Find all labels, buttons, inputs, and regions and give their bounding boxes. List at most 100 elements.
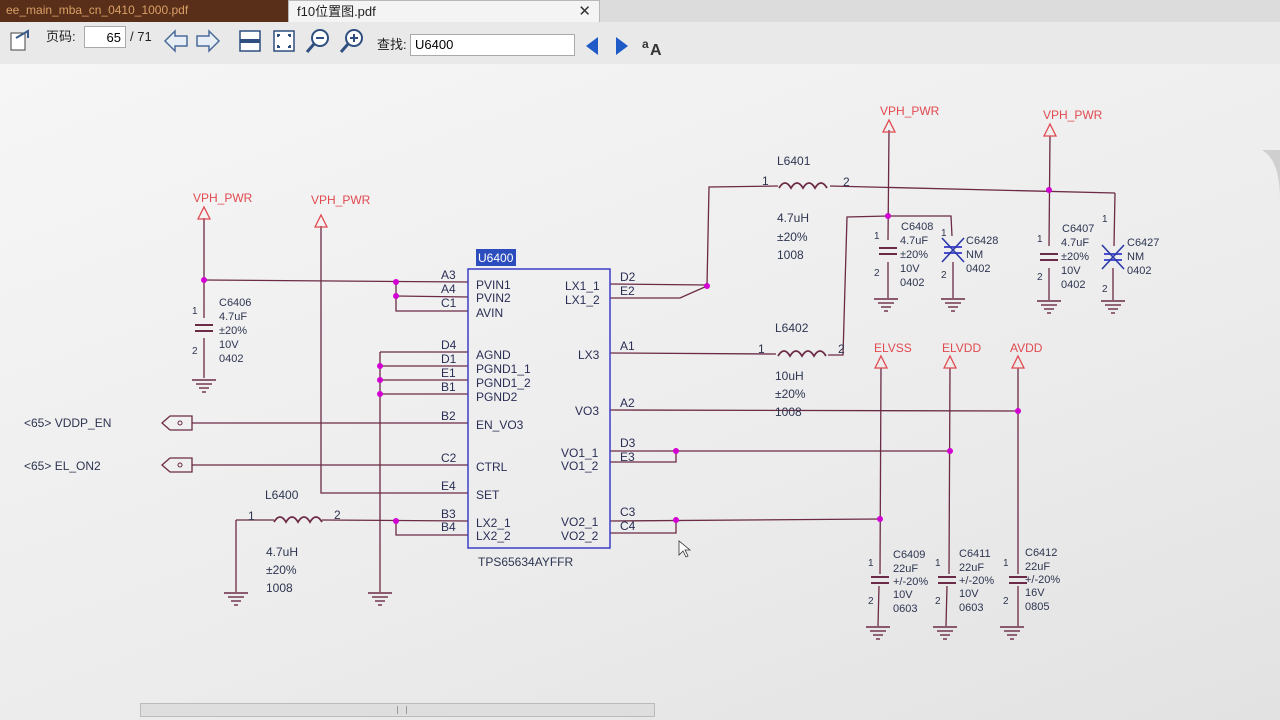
svg-text:4.7uH: 4.7uH (777, 211, 809, 225)
svg-text:10uH: 10uH (775, 369, 804, 383)
page-total: / 71 (130, 29, 152, 44)
capacitor-c6408[interactable]: 1 2 C6408 4.7uF ±20% 10V 0402 (874, 221, 933, 289)
scrollbar-grip[interactable] (397, 706, 407, 714)
svg-text:1: 1 (758, 342, 765, 356)
pin-ball: D1 (441, 352, 457, 366)
capacitor-c6407[interactable]: 1 2 C6407 4.7uF ±20% 10V 0402 (1037, 223, 1094, 291)
pin-ball: C2 (441, 451, 457, 465)
chip-part: TPS65634AYFFR (478, 555, 573, 569)
tab-f10-pdf[interactable]: f10位置图.pdf ✕ (288, 0, 600, 26)
svg-text:0402: 0402 (219, 353, 243, 365)
el-on2-connector: <65> EL_ON2 (24, 457, 193, 473)
svg-text:22uF: 22uF (959, 562, 984, 574)
capacitor-c6409[interactable]: 1 2 C6409 22uF +/-20% 10V 0603 (868, 549, 928, 615)
ground-symbols (191, 298, 1126, 640)
fit-width-icon[interactable] (236, 27, 264, 55)
pin-ball: B2 (441, 409, 456, 423)
close-icon[interactable]: ✕ (578, 3, 591, 20)
svg-text:0402: 0402 (1061, 279, 1085, 291)
pin-ball: E1 (441, 366, 456, 380)
svg-text:22uF: 22uF (1025, 561, 1050, 573)
svg-text:+/-20%: +/-20% (1025, 574, 1060, 586)
svg-text:2: 2 (868, 596, 874, 607)
document-canvas (0, 64, 1280, 720)
svg-text:L6401: L6401 (777, 154, 811, 168)
inductor-l6400[interactable]: L6400 1 2 4.7uH ±20% 1008 (248, 488, 341, 595)
tab-main-pdf[interactable]: ee_main_mba_cn_0410_1000.pdf (0, 0, 288, 22)
avdd-symbol: AVDD (1010, 341, 1043, 369)
pin-name: LX1_2 (565, 293, 600, 307)
svg-text:2: 2 (334, 508, 341, 522)
pin-ball: B3 (441, 507, 456, 521)
fit-page-icon[interactable] (270, 27, 298, 55)
vddp-en-connector: <65> VDDP_EN (24, 415, 193, 431)
vph-pwr-symbol: VPH_PWR (1043, 108, 1103, 137)
pin-name: VO1_1 (561, 446, 599, 460)
svg-text:±20%: ±20% (1061, 251, 1089, 263)
capacitor-c6411[interactable]: 1 2 C6411 22uF +/-20% 10V 0603 (935, 548, 994, 614)
svg-text:1: 1 (1102, 214, 1108, 225)
svg-text:16V: 16V (1025, 587, 1045, 599)
previous-page-icon[interactable] (162, 27, 190, 55)
svg-text:NM: NM (1127, 251, 1144, 263)
svg-text:1: 1 (1003, 558, 1009, 569)
capacitor-c6428[interactable]: 1 2 C6428 NM 0402 (941, 228, 998, 281)
svg-text:1: 1 (762, 174, 769, 188)
svg-text:2: 2 (1003, 596, 1009, 607)
svg-text:0402: 0402 (900, 277, 924, 289)
zoom-in-icon[interactable] (338, 27, 366, 55)
svg-text:VPH_PWR: VPH_PWR (311, 193, 371, 207)
zoom-out-icon[interactable] (304, 27, 332, 55)
capacitor-c6427[interactable]: 1 2 C6427 NM 0402 (1101, 214, 1159, 295)
svg-text:10V: 10V (1061, 265, 1081, 277)
svg-text:±20%: ±20% (266, 563, 297, 577)
page-number-input[interactable]: 65 (84, 26, 126, 48)
svg-text:0805: 0805 (1025, 601, 1049, 613)
vddp-en-label: <65> VDDP_EN (24, 416, 111, 430)
power-labels: VPH_PWR VPH_PWR VPH_PWR VPH_PWR ELVSS EL… (193, 104, 1103, 369)
svg-text:C6407: C6407 (1062, 223, 1094, 235)
wires (192, 129, 1116, 627)
pin-name: SET (476, 488, 500, 502)
svg-text:4.7uF: 4.7uF (1061, 237, 1089, 249)
svg-text:0402: 0402 (1127, 265, 1151, 277)
elvss-symbol: ELVSS (874, 341, 912, 369)
svg-text:1: 1 (1037, 234, 1043, 245)
svg-text:2: 2 (941, 270, 947, 281)
horizontal-scrollbar[interactable] (140, 703, 655, 717)
svg-text:C6411: C6411 (959, 548, 991, 560)
inductor-l6401[interactable]: L6401 1 2 4.7uH ±20% 1008 (762, 154, 850, 262)
svg-text:2: 2 (1102, 284, 1108, 295)
pin-name: LX2_2 (476, 529, 511, 543)
svg-text:2: 2 (1037, 272, 1043, 283)
pin-name: LX1_1 (565, 279, 600, 293)
capacitor-c6406[interactable]: 1 2 C6406 4.7uF ±20% 10V 0402 (192, 297, 251, 365)
svg-text:VPH_PWR: VPH_PWR (1043, 108, 1103, 122)
pin-ball: E4 (441, 479, 456, 493)
svg-text:1: 1 (874, 231, 880, 242)
svg-text:0603: 0603 (959, 602, 983, 614)
svg-text:1: 1 (935, 558, 941, 569)
next-page-icon[interactable] (194, 27, 222, 55)
pin-name: PGND1_1 (476, 362, 531, 376)
find-previous-icon[interactable] (580, 32, 604, 60)
svg-text:4.7uF: 4.7uF (900, 235, 928, 247)
svg-text:10V: 10V (893, 589, 913, 601)
find-next-icon[interactable] (610, 32, 634, 60)
open-document-icon[interactable] (6, 27, 34, 55)
svg-text:C6409: C6409 (893, 549, 925, 561)
mouse-cursor-icon (678, 540, 692, 558)
pin-ball: A4 (441, 282, 456, 296)
signal-connectors[interactable]: <65> VDDP_EN <65> EL_ON2 (24, 415, 193, 473)
pin-name: VO3 (575, 404, 599, 418)
svg-text:L6402: L6402 (775, 321, 809, 335)
u6400-chip[interactable]: U6400 TPS65634AYFFR (467, 249, 611, 569)
svg-text:+/-20%: +/-20% (893, 576, 928, 588)
pin-name: EN_VO3 (476, 418, 524, 432)
svg-text:10V: 10V (900, 263, 920, 275)
inductor-l6402[interactable]: L6402 1 2 10uH ±20% 1008 (758, 321, 845, 419)
capacitor-c6412[interactable]: 1 2 C6412 22uF +/-20% 16V 0805 (1003, 547, 1060, 613)
search-input[interactable]: U6400 (410, 34, 575, 56)
